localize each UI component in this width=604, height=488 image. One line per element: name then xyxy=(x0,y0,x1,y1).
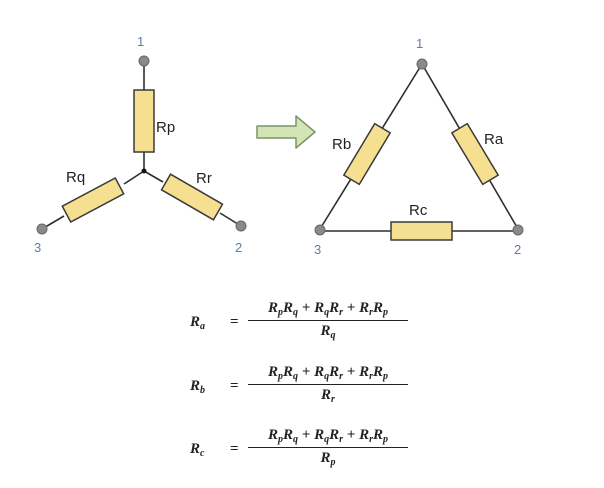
transform-arrow-icon xyxy=(256,115,316,149)
resistor-rr xyxy=(160,173,224,221)
resistor-ra xyxy=(450,122,500,186)
numerator: RpRq + RqRr + RrRp xyxy=(248,364,408,385)
star-wire-2 xyxy=(143,170,164,183)
label-rc: Rc xyxy=(409,202,428,219)
equation-rc: Rc = RpRq + RqRr + RrRp Rp xyxy=(190,427,420,477)
numerator: RpRq + RqRr + RrRp xyxy=(248,300,408,321)
resistor-rb xyxy=(342,122,392,186)
delta-network: 1 2 3 Rb Ra Rc xyxy=(314,36,524,257)
star-node-2 xyxy=(235,220,247,232)
delta-node-2 xyxy=(512,224,524,236)
denominator: Rp xyxy=(320,450,336,468)
label-rq: Rq xyxy=(66,169,85,186)
star-node-3-label: 3 xyxy=(34,240,41,255)
delta-node-3 xyxy=(314,224,326,236)
delta-node-3-label: 3 xyxy=(314,242,321,257)
equals-sign: = xyxy=(230,378,239,394)
resistor-rq xyxy=(61,176,125,224)
equation-lhs: Rc xyxy=(190,441,205,459)
label-rp: Rp xyxy=(156,119,175,136)
star-node-3 xyxy=(36,223,48,235)
label-ra: Ra xyxy=(484,131,504,148)
equals-sign: = xyxy=(230,441,239,457)
fraction: RpRq + RqRr + RrRp Rq xyxy=(248,300,408,341)
star-wire-3b xyxy=(123,170,145,185)
denominator: Rr xyxy=(321,387,335,405)
delta-node-1-label: 1 xyxy=(416,36,423,51)
star-network: 1 2 3 Rp Rq Rr xyxy=(34,34,247,255)
denominator: Rq xyxy=(320,323,336,341)
resistor-rp xyxy=(133,89,155,153)
star-delta-diagram: 1 2 3 Rp Rq Rr 1 2 3 Rb Ra Rc xyxy=(34,34,524,257)
fraction: RpRq + RqRr + RrRp Rr xyxy=(248,364,408,405)
label-rb: Rb xyxy=(332,136,351,153)
resistor-rc xyxy=(390,221,453,241)
label-rr: Rr xyxy=(196,170,212,187)
equals-sign: = xyxy=(230,314,239,330)
equation-lhs: Rb xyxy=(190,378,206,396)
star-center-junction xyxy=(141,168,147,174)
star-node-1-label: 1 xyxy=(137,34,144,49)
star-node-1 xyxy=(138,55,150,67)
equation-rb: Rb = RpRq + RqRr + RrRp Rr xyxy=(190,364,420,414)
delta-node-1 xyxy=(416,58,428,70)
delta-node-2-label: 2 xyxy=(514,242,521,257)
equation-ra: Ra = RpRq + RqRr + RrRp Rq xyxy=(190,300,420,350)
equation-lhs: Ra xyxy=(190,314,206,332)
numerator: RpRq + RqRr + RrRp xyxy=(248,427,408,448)
fraction: RpRq + RqRr + RrRp Rp xyxy=(248,427,408,468)
star-node-2-label: 2 xyxy=(235,240,242,255)
